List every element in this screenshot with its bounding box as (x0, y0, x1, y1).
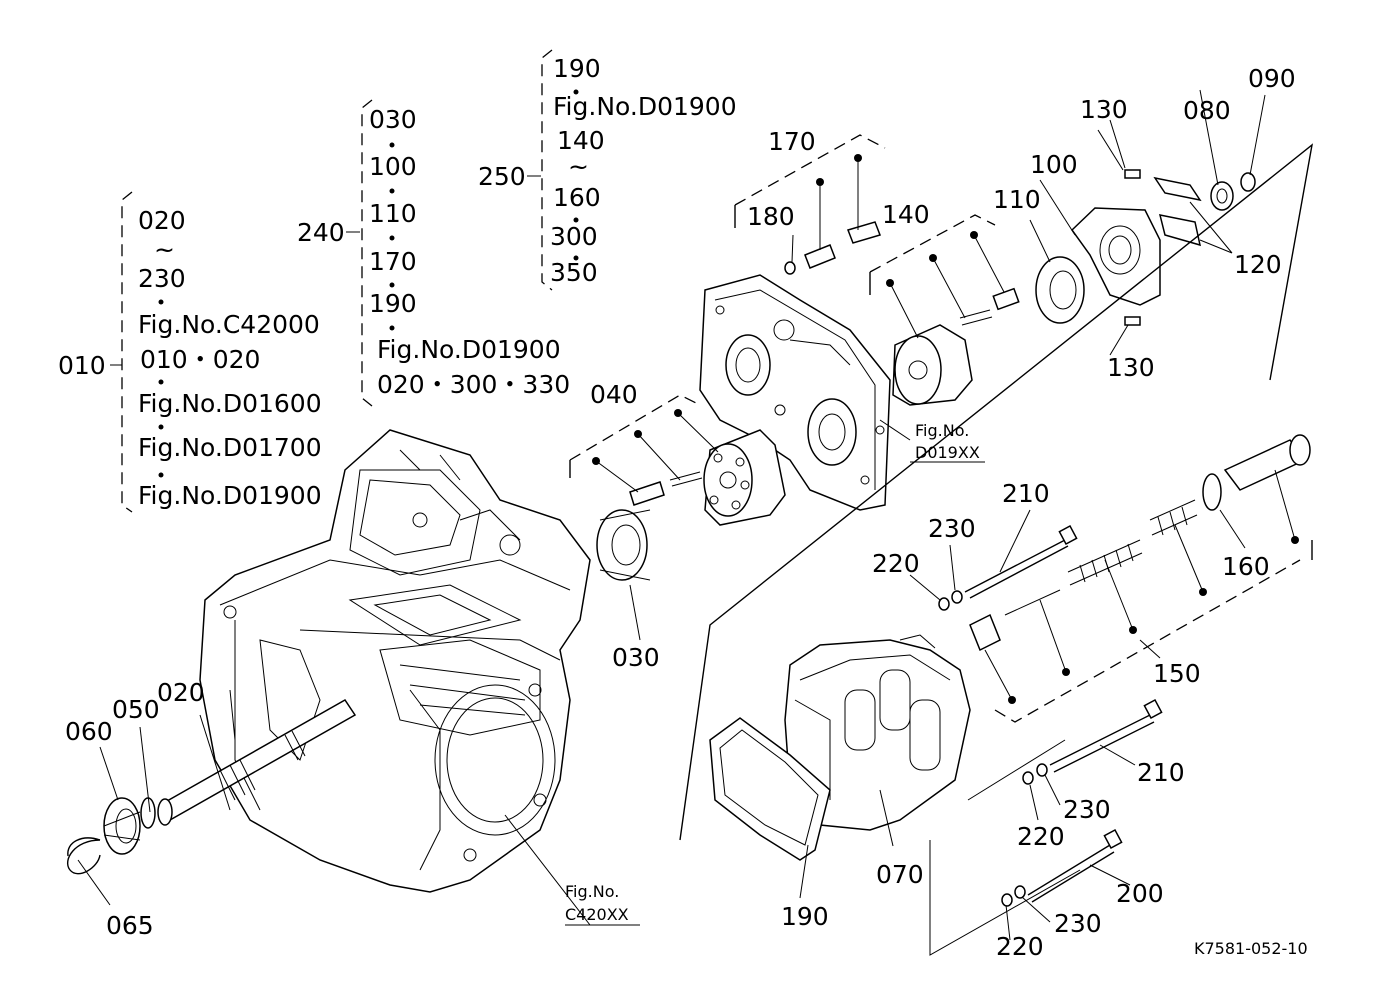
group-010-list: 020 ~ 230 Fig.No.C42000 010・020 Fig.No.D… (138, 206, 322, 510)
callout-050: 050 (112, 695, 160, 724)
group-250-item: ~ (568, 152, 589, 181)
callout-230-upper: 230 (928, 514, 976, 543)
o-ring-160 (1202, 473, 1222, 511)
callout-230-middle: 230 (1063, 795, 1111, 824)
group-250-item: 300 (550, 222, 598, 251)
group-250-list: 190 Fig.No.D01900 140 ~ 160 300 350 (550, 54, 737, 287)
group-240-item: 190 (369, 289, 417, 318)
input-shaft-assembly (67, 699, 357, 875)
callout-240: 240 (297, 218, 345, 247)
callout-170: 170 (768, 127, 816, 156)
callout-130-bottom: 130 (1107, 353, 1155, 382)
part-callouts: 010 240 250 170 180 140 110 100 130 080 … (58, 64, 1296, 961)
group-250-item: Fig.No.D01900 (553, 92, 737, 121)
group-010-item: Fig.No.D01600 (138, 389, 322, 418)
group-010-item: ~ (154, 235, 175, 264)
leader-lines (77, 89, 1266, 941)
callout-210-upper: 210 (1002, 479, 1050, 508)
brackets (121, 49, 553, 513)
group-240-item: 030 (369, 105, 417, 134)
group-250-item: 350 (550, 258, 598, 287)
callout-120: 120 (1234, 250, 1282, 279)
callout-140: 140 (882, 200, 930, 229)
callout-080: 080 (1183, 96, 1231, 125)
bearing-030 (596, 509, 651, 581)
callout-220-middle: 220 (1017, 822, 1065, 851)
callout-010: 010 (58, 351, 106, 380)
swash-block-100 (1071, 207, 1161, 306)
callout-070: 070 (876, 860, 924, 889)
bearing-110 (1035, 256, 1085, 324)
cylinder-block-140 (892, 287, 1020, 406)
callout-090: 090 (1248, 64, 1296, 93)
fig-ref-d019-code: D019XX (915, 443, 980, 462)
transmission-case (199, 429, 591, 893)
group-250-item: 190 (553, 54, 601, 83)
callout-210-lower: 210 (1137, 758, 1185, 787)
callout-200: 200 (1116, 879, 1164, 908)
callout-150: 150 (1153, 659, 1201, 688)
bolt-200 (1027, 844, 1111, 896)
bolt-130-top (1124, 169, 1141, 179)
callout-220-lower: 220 (996, 932, 1044, 961)
bearing-080 (1210, 181, 1234, 211)
callout-020: 020 (157, 678, 205, 707)
callout-100: 100 (1030, 150, 1078, 179)
washer-090 (1240, 172, 1256, 192)
callout-060: 060 (65, 717, 113, 746)
diagram-id: K7581-052-10 (1194, 939, 1308, 958)
callout-180: 180 (747, 202, 795, 231)
figure-references: Fig.No. D019XX Fig.No. C420XX K7581-052-… (565, 421, 1308, 958)
callout-065: 065 (106, 911, 154, 940)
group-010-item: Fig.No.D01900 (138, 481, 322, 510)
callout-040: 040 (590, 380, 638, 409)
group-240-list: 030 100 110 170 190 Fig.No.D01900 020・30… (369, 105, 570, 399)
bolt-210-upper (964, 539, 1066, 593)
parts-170-180 (784, 221, 881, 275)
group-outlines (229, 134, 1314, 956)
fig-ref-c420-code: C420XX (565, 905, 629, 924)
group-250-item: 140 (557, 126, 605, 155)
hst-center-plate (699, 274, 891, 511)
fig-ref-d019-label: Fig.No. (915, 421, 969, 440)
shims-120 (1153, 176, 1202, 247)
group-010-item: Fig.No.C42000 (138, 310, 320, 339)
callout-230-lower: 230 (1054, 909, 1102, 938)
callout-030: 030 (612, 643, 660, 672)
bolt-210-lower (1049, 714, 1151, 766)
washers (938, 590, 1048, 907)
group-010-item: Fig.No.D01700 (138, 433, 322, 462)
group-010-item: 230 (138, 264, 186, 293)
group-010-item: 020 (138, 206, 186, 235)
callout-110: 110 (993, 185, 1041, 214)
relief-valve-150 (969, 499, 1198, 652)
callout-160: 160 (1222, 552, 1270, 581)
group-240-item: 170 (369, 247, 417, 276)
group-240-item: Fig.No.D01900 (377, 335, 561, 364)
group-250-item: 160 (553, 183, 601, 212)
callout-190: 190 (781, 902, 829, 931)
fig-ref-c420-label: Fig.No. (565, 882, 619, 901)
bolt-130-bottom (1124, 316, 1141, 326)
group-240-item: 020・300・330 (377, 370, 570, 399)
callout-130-top: 130 (1080, 95, 1128, 124)
gasket-190 (709, 717, 831, 861)
group-010-item: 010・020 (140, 345, 260, 374)
cylinder-block-040 (629, 429, 786, 526)
group-240-item: 110 (369, 199, 417, 228)
callout-250: 250 (478, 162, 526, 191)
callout-220-upper: 220 (872, 549, 920, 578)
group-240-item: 100 (369, 152, 417, 181)
